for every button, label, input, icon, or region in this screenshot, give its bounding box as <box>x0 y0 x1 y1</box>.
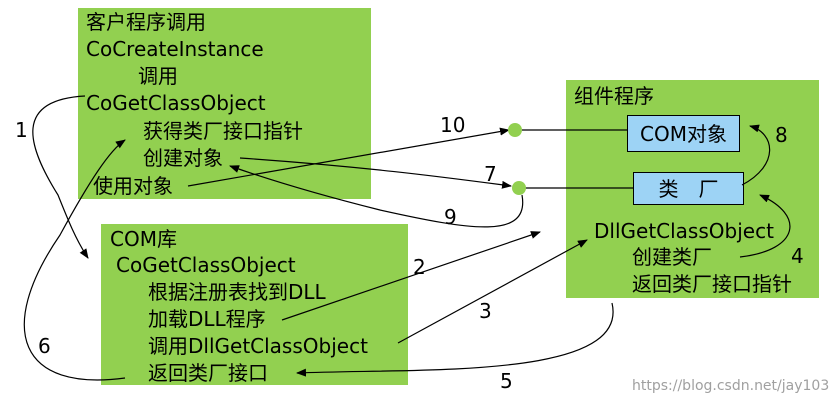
client-cocreateinstance: CoCreateInstance <box>86 37 264 61</box>
component-dllgetclassobject: DllGetClassObject <box>594 219 774 243</box>
component-create-factory: 创建类厂 <box>632 245 712 269</box>
step-number-4: 4 <box>791 244 804 268</box>
step-number-8: 8 <box>775 123 788 147</box>
step-number-9: 9 <box>444 205 457 229</box>
arrow-step-4 <box>739 194 791 258</box>
com-library-load-dll: 加载DLL程序 <box>148 307 266 331</box>
client-get-factory-pointer: 获得类厂接口指针 <box>143 119 303 143</box>
com-object-dot <box>508 123 522 137</box>
client-use-object: 使用对象 <box>93 174 173 198</box>
arrow-step-2 <box>281 231 541 321</box>
step-number-7: 7 <box>484 162 497 186</box>
component-return-factory-pointer: 返回类厂接口指针 <box>632 272 792 296</box>
step-number-1: 1 <box>15 118 28 142</box>
com-library-box <box>101 224 408 385</box>
client-title: 客户程序调用 <box>86 10 206 34</box>
step-number-5: 5 <box>500 369 513 393</box>
com-library-title: COM库 <box>110 227 177 251</box>
client-call-label: 调用 <box>138 64 178 88</box>
arrow-step-10 <box>187 127 510 187</box>
arrow-step-1 <box>32 95 89 259</box>
watermark: https://blog.csdn.net/jay103 <box>632 378 830 394</box>
com-object-box: COM对象 <box>627 115 740 152</box>
com-object-label: COM对象 <box>640 122 727 146</box>
arrow-step-6 <box>23 139 126 381</box>
client-create-object: 创建对象 <box>143 146 223 170</box>
arrow-step-8 <box>741 124 771 186</box>
step-number-2: 2 <box>413 255 426 279</box>
arrow-step-9 <box>229 165 524 228</box>
com-library-find-dll: 根据注册表找到DLL <box>148 280 326 304</box>
class-factory-label: 类 厂 <box>658 177 719 201</box>
arrow-step-7 <box>239 157 512 189</box>
client-program-box <box>78 8 371 199</box>
class-factory-dot <box>512 181 526 195</box>
com-library-call-dllgetclassobject: 调用DllGetClassObject <box>148 334 368 358</box>
step-number-6: 6 <box>38 334 51 358</box>
arrow-step-5 <box>296 302 614 377</box>
com-library-return-factory: 返回类厂接口 <box>148 361 268 385</box>
step-number-10: 10 <box>440 113 466 137</box>
arrow-step-3 <box>397 239 588 344</box>
com-library-cogetclassobject: CoGetClassObject <box>116 253 296 277</box>
step-number-3: 3 <box>479 299 492 323</box>
client-cogetclassobject: CoGetClassObject <box>86 91 266 115</box>
class-factory-box: 类 厂 <box>633 172 744 205</box>
component-title: 组件程序 <box>574 84 654 108</box>
